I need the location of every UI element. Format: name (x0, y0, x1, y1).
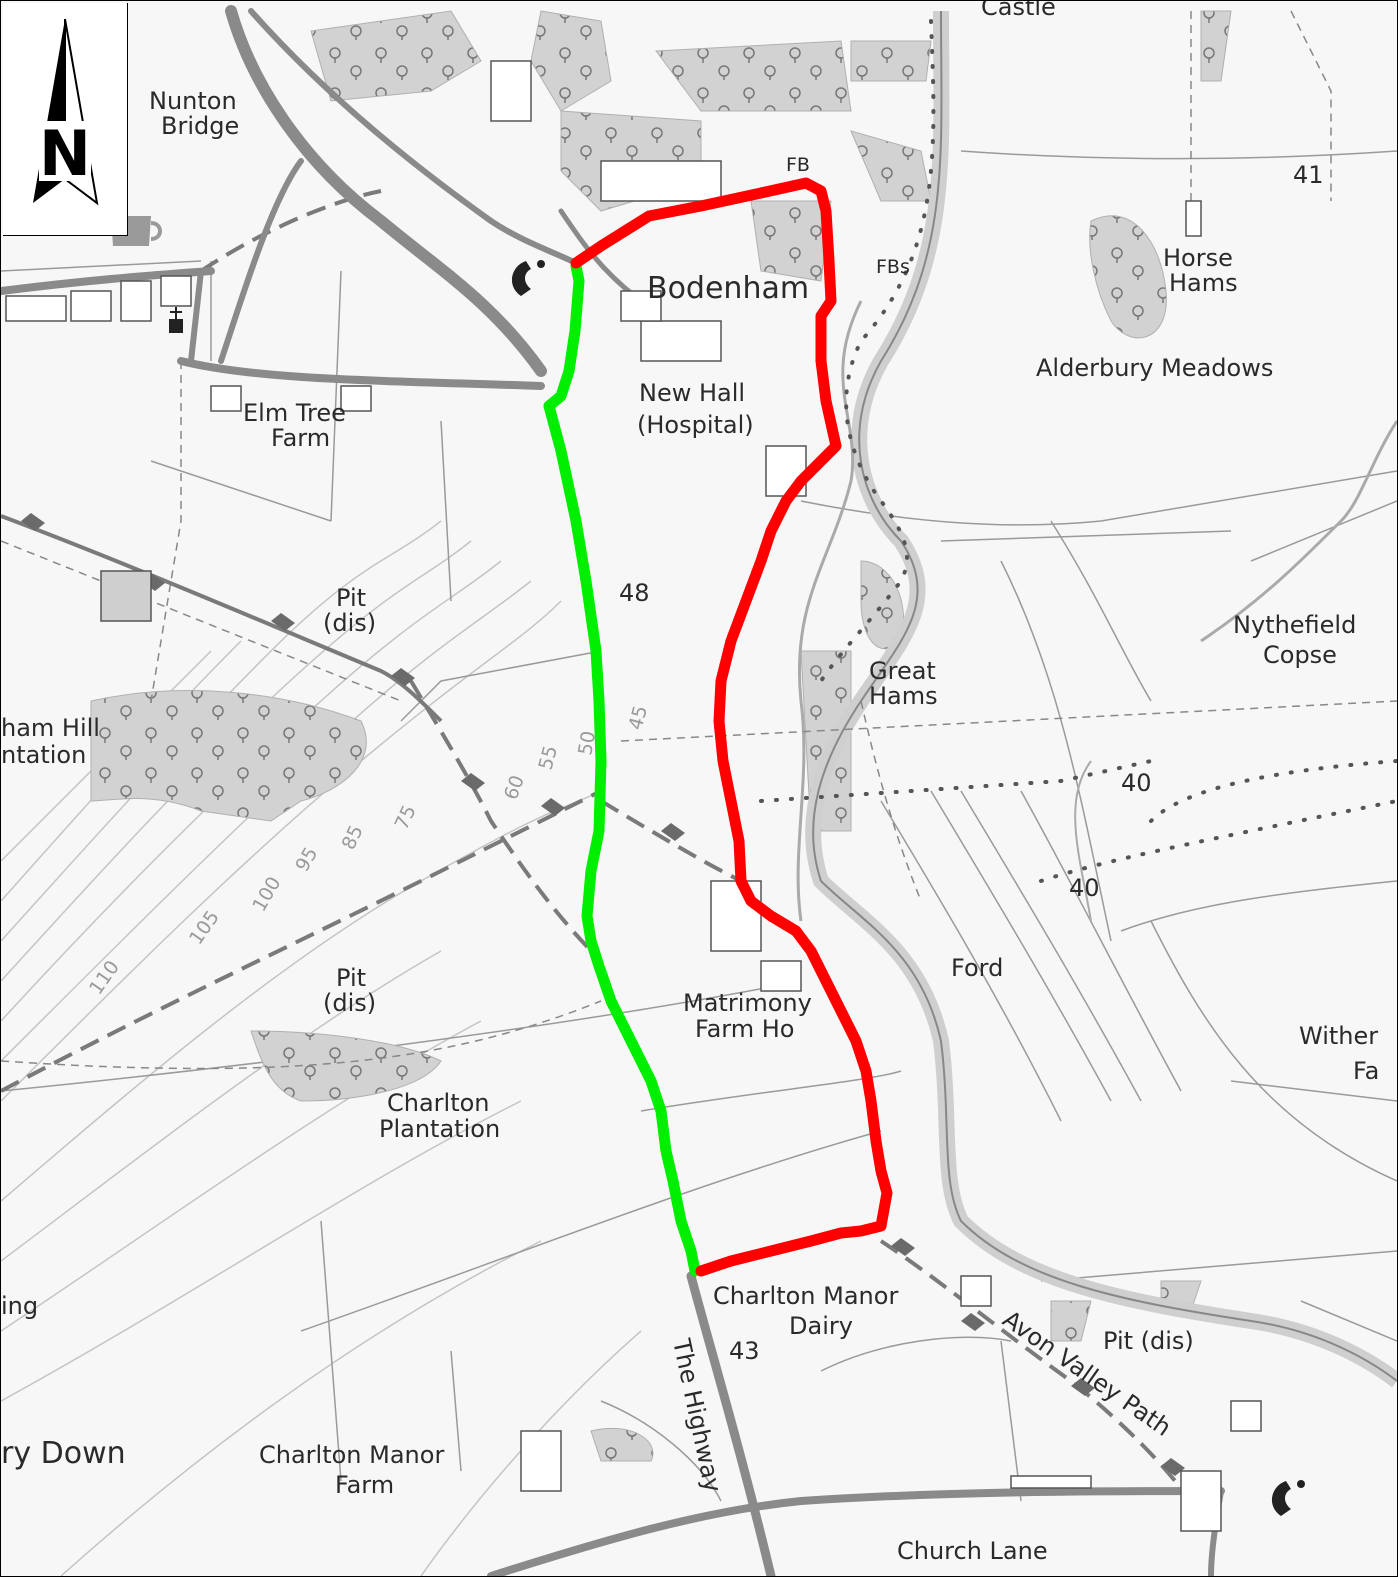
charlton-manor-farm-label: Farm (335, 1471, 394, 1499)
route-green (543, 260, 701, 1277)
castle-label: Castle (981, 1, 1056, 21)
contour-label: 85 (338, 822, 368, 853)
spot-height-label: 40 (1069, 874, 1100, 902)
church-symbol (169, 307, 183, 333)
charlton-plantation-label: Charlton (387, 1089, 490, 1117)
spot-height-label: 41 (1293, 161, 1324, 189)
ham-hill-label: ntation (1, 741, 86, 769)
charlton-manor-dairy-label: Dairy (789, 1312, 853, 1340)
ry-down-label: ry Down (1, 1436, 126, 1471)
alderbury-meadows-label: Alderbury Meadows (1036, 354, 1273, 382)
north-arrow-box: N (3, 3, 128, 236)
fb-label: FB (786, 154, 810, 176)
contour-label: 95 (291, 844, 322, 876)
roads (1, 5, 1225, 1576)
avon-valley-path-label: Avon Valley Path (998, 1305, 1177, 1442)
dashed-paths (1, 10, 1397, 1070)
contour-label: 55 (535, 743, 563, 772)
nythefield-copse-label: Nythefield (1233, 611, 1356, 639)
spot-height-label: 43 (729, 1337, 760, 1365)
bodenham-label: Bodenham (647, 271, 809, 306)
north-letter: N (39, 117, 91, 190)
new-hall-label: (Hospital) (637, 411, 754, 439)
wither-label: Wither (1299, 1022, 1378, 1050)
great-hams-label: Hams (869, 682, 938, 710)
contour-label: 45 (625, 703, 653, 732)
river (796, 10, 1397, 1388)
charlton-manor-farm-label: Charlton Manor (259, 1441, 444, 1469)
church-lane-label: Church Lane (897, 1537, 1048, 1565)
contour-label: 100 (248, 873, 285, 915)
new-hall-label: New Hall (639, 379, 745, 407)
charlton-plantation-label: Plantation (379, 1115, 500, 1143)
pit-label: Pit (dis) (1103, 1327, 1194, 1355)
contour-label: 50 (574, 729, 600, 757)
spot-height-label: 40 (1121, 769, 1152, 797)
nunton-bridge-label: Bridge (161, 112, 239, 140)
ford-label: Ford (951, 954, 1003, 982)
ham-hill-label: ham Hill (1, 714, 100, 742)
contour-label: 105 (185, 907, 224, 949)
route-red (570, 177, 893, 1277)
nythefield-copse-label: Copse (1263, 641, 1337, 669)
pit-label: Pit (336, 584, 366, 612)
pit-label: Pit (336, 964, 366, 992)
great-hams-label: Great (869, 657, 936, 685)
matrimony-farm-label: Farm Ho (695, 1015, 795, 1043)
matrimony-farm-label: Matrimony (683, 989, 812, 1017)
pit-label: (dis) (323, 609, 376, 637)
elm-tree-farm-label: Farm (271, 424, 330, 452)
pit-label: (dis) (323, 989, 376, 1017)
horse-hams-label: Hams (1169, 269, 1238, 297)
fbs-label: FBs (876, 256, 910, 278)
dotted-boundaries (759, 19, 1397, 883)
contour-label: 110 (85, 957, 124, 999)
phone-icon (511, 260, 545, 296)
contour-label: 60 (500, 772, 529, 802)
elm-tree-farm-label: Elm Tree (243, 399, 346, 427)
place-labels: Castle Nunton Bridge FB FBs Bodenham Hor… (1, 1, 1379, 1565)
woodland (90, 10, 1232, 1462)
phone-icon (1271, 1480, 1305, 1516)
ing-label: ing (1, 1292, 38, 1320)
wither-label: Fa (1353, 1057, 1379, 1085)
nunton-bridge-label: Nunton (149, 87, 237, 115)
charlton-manor-dairy-label: Charlton Manor (713, 1282, 898, 1310)
spot-height-label: 48 (619, 579, 650, 607)
field-boundaries (1, 150, 1397, 1502)
horse-hams-label: Horse (1163, 244, 1233, 272)
buildings (5, 60, 1262, 1532)
byways (1, 189, 1193, 1503)
north-arrow-icon: N (33, 18, 99, 206)
contour-label: 75 (391, 802, 421, 833)
